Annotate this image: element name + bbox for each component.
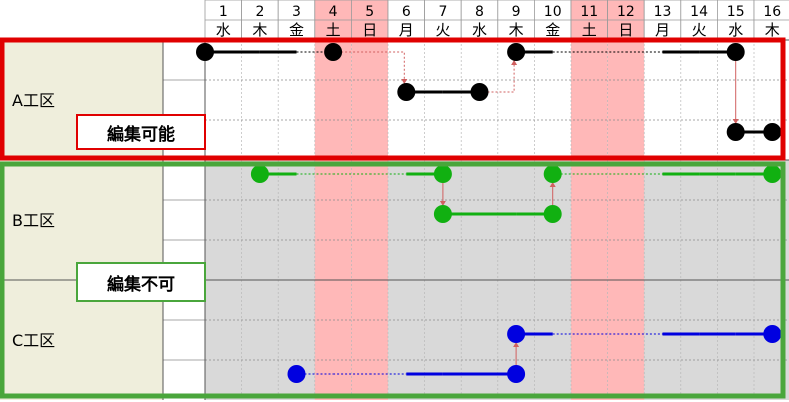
dependency-arrow (549, 182, 556, 187)
editable-frame (0, 37, 786, 161)
task-start-node (433, 205, 452, 223)
day-number: 2 (255, 4, 264, 20)
day-number: 12 (617, 4, 635, 20)
readonly-frame (0, 161, 786, 399)
task-start-node (250, 165, 269, 183)
day-number: 5 (365, 4, 374, 20)
task-start-node (543, 165, 562, 183)
day-weekday: 木 (509, 21, 524, 39)
task-start-node (507, 325, 526, 343)
readonly-callout: 編集不可 (76, 262, 206, 302)
day-number: 3 (292, 4, 301, 20)
day-number: 11 (580, 4, 598, 20)
holiday-column (571, 40, 608, 400)
task-start-node[interactable] (196, 43, 214, 61)
day-weekday: 火 (435, 21, 450, 39)
day-number: 10 (544, 4, 562, 20)
task-end-node (507, 365, 526, 383)
day-weekday: 木 (765, 21, 780, 39)
day-number: 1 (219, 4, 228, 20)
day-number: 16 (763, 4, 781, 20)
dependency-arrow (513, 342, 520, 347)
task-start-node[interactable] (726, 123, 745, 141)
day-weekday: 日 (362, 21, 377, 39)
day-weekday: 水 (216, 21, 231, 39)
day-weekday: 土 (326, 21, 341, 39)
readonly-callout-text: 編集不可 (107, 274, 175, 295)
task-end-node (763, 165, 782, 183)
editable-callout-text: 編集可能 (107, 124, 175, 145)
day-weekday: 木 (252, 21, 267, 39)
day-number: 7 (438, 4, 447, 20)
day-weekday: 金 (289, 21, 304, 39)
task-end-node[interactable] (324, 43, 343, 61)
day-weekday: 月 (399, 21, 414, 39)
task-end-node[interactable] (763, 123, 782, 141)
day-weekday: 月 (655, 21, 670, 39)
task-end-node[interactable] (726, 43, 745, 61)
day-number: 8 (475, 4, 484, 20)
task-end-node (763, 325, 782, 343)
zone-name: C工区 (12, 331, 55, 350)
holiday-column (607, 40, 645, 400)
editable-callout: 編集可能 (76, 114, 206, 150)
holiday-column (351, 40, 388, 400)
day-number: 15 (727, 4, 745, 20)
dependency-arrow (511, 60, 518, 65)
day-number: 13 (654, 4, 672, 20)
dependency-arrow (732, 119, 739, 124)
dependency-link (333, 51, 405, 92)
dependency-arrow (401, 79, 408, 84)
holiday-column (314, 40, 352, 400)
zone-label-column (0, 40, 163, 400)
task-end-node (433, 165, 452, 183)
task-start-node[interactable] (507, 43, 526, 61)
day-weekday: 水 (728, 21, 743, 39)
day-weekday: 金 (545, 21, 560, 39)
day-number: 4 (329, 4, 338, 20)
day-number: 14 (690, 4, 708, 20)
day-number: 6 (402, 4, 411, 20)
task-start-node (287, 365, 306, 383)
dependency-arrow (439, 201, 446, 206)
day-number: 9 (512, 4, 521, 20)
day-weekday: 土 (582, 21, 597, 39)
lane-index-column (163, 40, 205, 400)
dependency-link (479, 52, 515, 93)
day-weekday: 火 (692, 21, 707, 39)
zone-name: B工区 (12, 211, 55, 230)
readonly-zone-bg (205, 160, 789, 280)
day-weekday: 日 (618, 21, 633, 39)
task-end-node (543, 205, 562, 223)
day-weekday: 水 (472, 21, 487, 39)
task-start-node[interactable] (397, 83, 416, 101)
task-end-node[interactable] (470, 83, 489, 101)
zone-name: A工区 (12, 91, 55, 110)
